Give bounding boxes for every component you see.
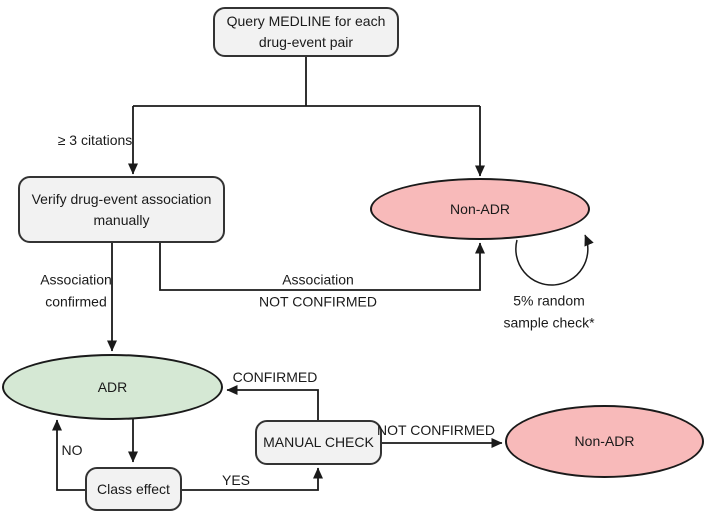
edge-verify-to-non-adr: [159, 242, 485, 291]
label-association-confirmed: Association confirmed: [40, 271, 112, 309]
label-not-confirmed: NOT CONFIRMED: [377, 422, 495, 439]
node-non-adr-top: Non-ADR: [370, 178, 590, 240]
label-yes: YES: [221, 472, 251, 489]
label-citations: ≥ 3 citations: [57, 132, 133, 149]
label-association-not-confirmed: Association NOT CONFIRMED: [259, 271, 377, 309]
node-adr: ADR: [2, 354, 223, 420]
label-confirmed: CONFIRMED: [232, 369, 318, 386]
node-non-adr-bottom: Non-ADR: [505, 405, 704, 478]
edge-class-effect-no: [52, 419, 85, 491]
node-verify-association: Verify drug-event association manually: [18, 176, 225, 243]
node-class-effect: Class effect: [85, 467, 182, 511]
node-query-medline: Query MEDLINE for each drug-event pair: [213, 7, 399, 57]
edge-class-effect-yes: [182, 467, 323, 491]
label-no: NO: [61, 442, 83, 459]
node-manual-check: MANUAL CHECK: [255, 420, 382, 465]
edge-manual-check-to-adr: [226, 385, 319, 420]
label-sample-check: 5% random sample check*: [503, 292, 595, 330]
edge-sample-check-loop: [515, 234, 594, 286]
